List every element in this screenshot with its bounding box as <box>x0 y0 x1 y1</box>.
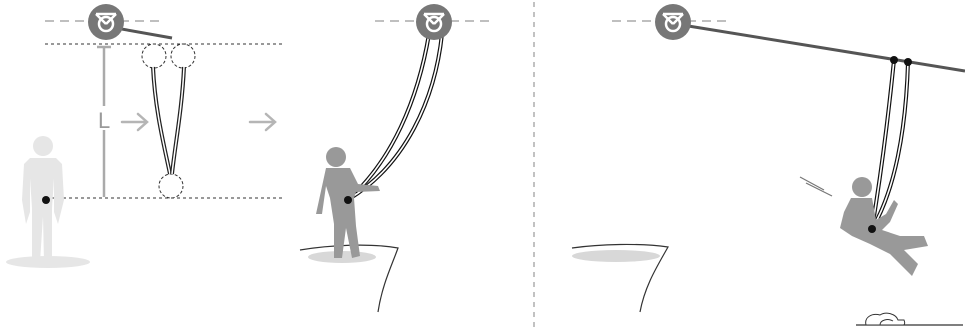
person-figure <box>840 177 928 276</box>
anchor-point <box>42 196 50 204</box>
rocks <box>856 312 963 326</box>
arrow-right-icon <box>248 112 277 132</box>
length-measure: L <box>95 45 115 197</box>
attach-and-jump-panel <box>299 4 494 313</box>
rope <box>347 33 444 201</box>
motion-lines <box>799 176 833 197</box>
cliff <box>571 243 669 313</box>
pulley-icon <box>655 4 691 40</box>
arrow-right-icon <box>120 112 149 132</box>
person-silhouette <box>6 136 90 268</box>
pulley-icon <box>88 4 124 40</box>
rope <box>870 59 910 231</box>
cable-stub <box>115 26 173 40</box>
rope-clip <box>904 58 912 66</box>
measure-rope-length-panel: L <box>6 4 282 268</box>
cliff <box>299 244 399 313</box>
zipline-ride-panel <box>571 4 965 326</box>
person-figure <box>316 147 380 258</box>
zipline-cable <box>675 22 965 73</box>
rope-loop <box>141 43 196 199</box>
anchor-point <box>868 225 876 233</box>
pulley-icon <box>416 4 452 40</box>
length-label: L <box>98 108 110 133</box>
anchor-point <box>344 196 352 204</box>
rope-clip <box>890 56 898 64</box>
